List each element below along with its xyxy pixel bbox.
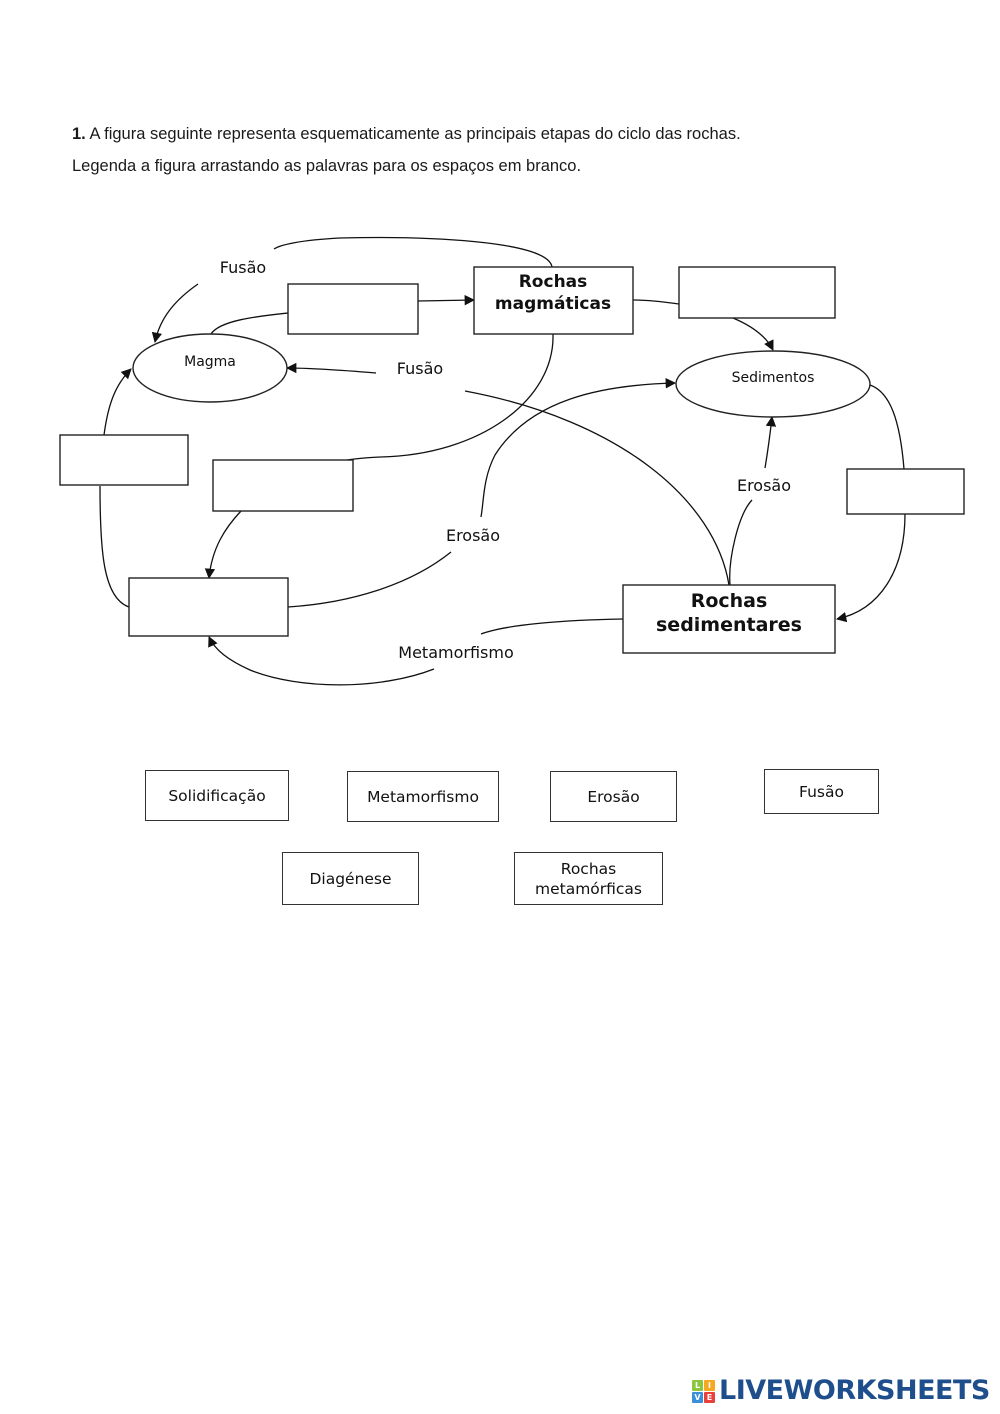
label-fusao-middle: Fusão xyxy=(397,359,443,378)
label-erosao-left: Erosão xyxy=(446,526,500,545)
word-chip-fusao[interactable]: Fusão xyxy=(764,769,879,814)
instruction-line-1: A figura seguinte representa esquematica… xyxy=(89,125,741,143)
node-sedimentos-label: Sedimentos xyxy=(732,370,815,386)
instruction-line-2: Legenda a figura arrastando as palavras … xyxy=(72,157,582,175)
blank-slot-diagenese[interactable] xyxy=(846,468,965,515)
blank-slots xyxy=(59,266,965,637)
arrow-metamorfismo-to-metamorphic xyxy=(208,636,435,686)
rock-cycle-diagram: Rochas magmáticas Rochas sedimentares Ma… xyxy=(59,236,965,686)
word-chip-diagenese[interactable]: Diagénese xyxy=(282,852,419,905)
connector-rm-top-arc xyxy=(273,236,553,268)
connector-rm-to-blank-center xyxy=(342,333,554,462)
connector-rm-to-blank-right xyxy=(632,299,680,305)
arrow-erosao-to-sedimentos-right xyxy=(764,415,777,469)
label-fusao-top: Fusão xyxy=(220,258,266,277)
arrow-blank-to-metamorphic xyxy=(204,510,242,580)
arrow-fusao-to-magma-mid xyxy=(285,362,377,374)
connectors xyxy=(99,236,906,686)
connector-magma-to-blank xyxy=(210,312,289,335)
logo-block-l: L xyxy=(692,1379,703,1391)
node-rochas-magmaticas-line1: Rochas xyxy=(519,272,588,292)
connector-sedimentos-to-blank xyxy=(869,384,905,470)
brand-name: LIVEWORKSHEETS xyxy=(719,1375,990,1406)
node-rochas-magmaticas-line2: magmáticas xyxy=(495,294,611,314)
live-blocks-icon: L I V E xyxy=(692,1379,715,1403)
instructions: 1. A figura seguinte representa esquemat… xyxy=(72,118,858,182)
word-chip-solidificacao[interactable]: Solidificação xyxy=(145,770,289,821)
label-metamorfismo: Metamorfismo xyxy=(398,643,513,662)
node-rochas-sedimentares-line2: sedimentares xyxy=(656,614,802,636)
label-erosao-right: Erosão xyxy=(737,476,791,495)
liveworksheets-logo: L I V E LIVEWORKSHEETS xyxy=(692,1376,990,1406)
blank-slot-erosao-top[interactable] xyxy=(678,266,836,319)
blank-slot-solidificacao[interactable] xyxy=(287,283,419,335)
connector-rs-to-erosao xyxy=(729,499,753,586)
node-magma: Magma xyxy=(132,333,288,403)
node-magma-label: Magma xyxy=(184,354,236,370)
word-chip-rochas-metamorficas[interactable]: Rochas metamórficas xyxy=(514,852,663,905)
connector-metamorphic-to-blank-left xyxy=(99,485,130,608)
logo-block-e: E xyxy=(704,1391,715,1403)
word-chip-erosao[interactable]: Erosão xyxy=(550,771,677,822)
blank-slot-fusao-left[interactable] xyxy=(59,434,189,486)
word-chip-label: Erosão xyxy=(587,787,640,806)
word-chip-label: Diagénese xyxy=(309,869,392,888)
word-chip-label-line1: Rochas xyxy=(560,859,617,878)
arrow-blank-left-to-magma xyxy=(103,368,132,436)
word-chip-metamorfismo[interactable]: Metamorfismo xyxy=(347,771,499,822)
blank-slot-metamorfismo[interactable] xyxy=(212,459,354,512)
arrow-fusao-to-magma xyxy=(151,283,199,344)
logo-block-v: V xyxy=(692,1391,703,1403)
word-chip-label: Metamorfismo xyxy=(367,787,479,806)
logo-block-i: I xyxy=(704,1379,715,1391)
word-chip-label: Solidificação xyxy=(168,786,266,805)
blank-slot-rochas-metamorficas[interactable] xyxy=(128,577,289,637)
question-number: 1. xyxy=(72,125,86,143)
word-chip-label-line2: metamórficas xyxy=(534,879,643,898)
node-rochas-sedimentares: Rochas sedimentares xyxy=(622,584,836,654)
node-rochas-magmaticas: Rochas magmáticas xyxy=(473,266,634,335)
process-labels: Fusão Fusão Erosão Erosão Metamorfismo xyxy=(220,258,791,662)
connector-metamorphic-to-erosao xyxy=(287,551,452,608)
arrow-blank-to-sedimentos xyxy=(732,317,774,351)
node-rochas-sedimentares-line1: Rochas xyxy=(691,590,768,612)
arrow-blank-to-rs xyxy=(835,513,906,623)
word-chip-label: Fusão xyxy=(799,782,844,801)
connector-rs-to-metamorfismo xyxy=(480,618,624,635)
connector-rs-to-fusao xyxy=(464,390,730,586)
arrow-blank-to-rm xyxy=(417,294,476,306)
arrow-erosao-to-sedimentos xyxy=(480,378,677,518)
node-sedimentos: Sedimentos xyxy=(675,350,871,418)
